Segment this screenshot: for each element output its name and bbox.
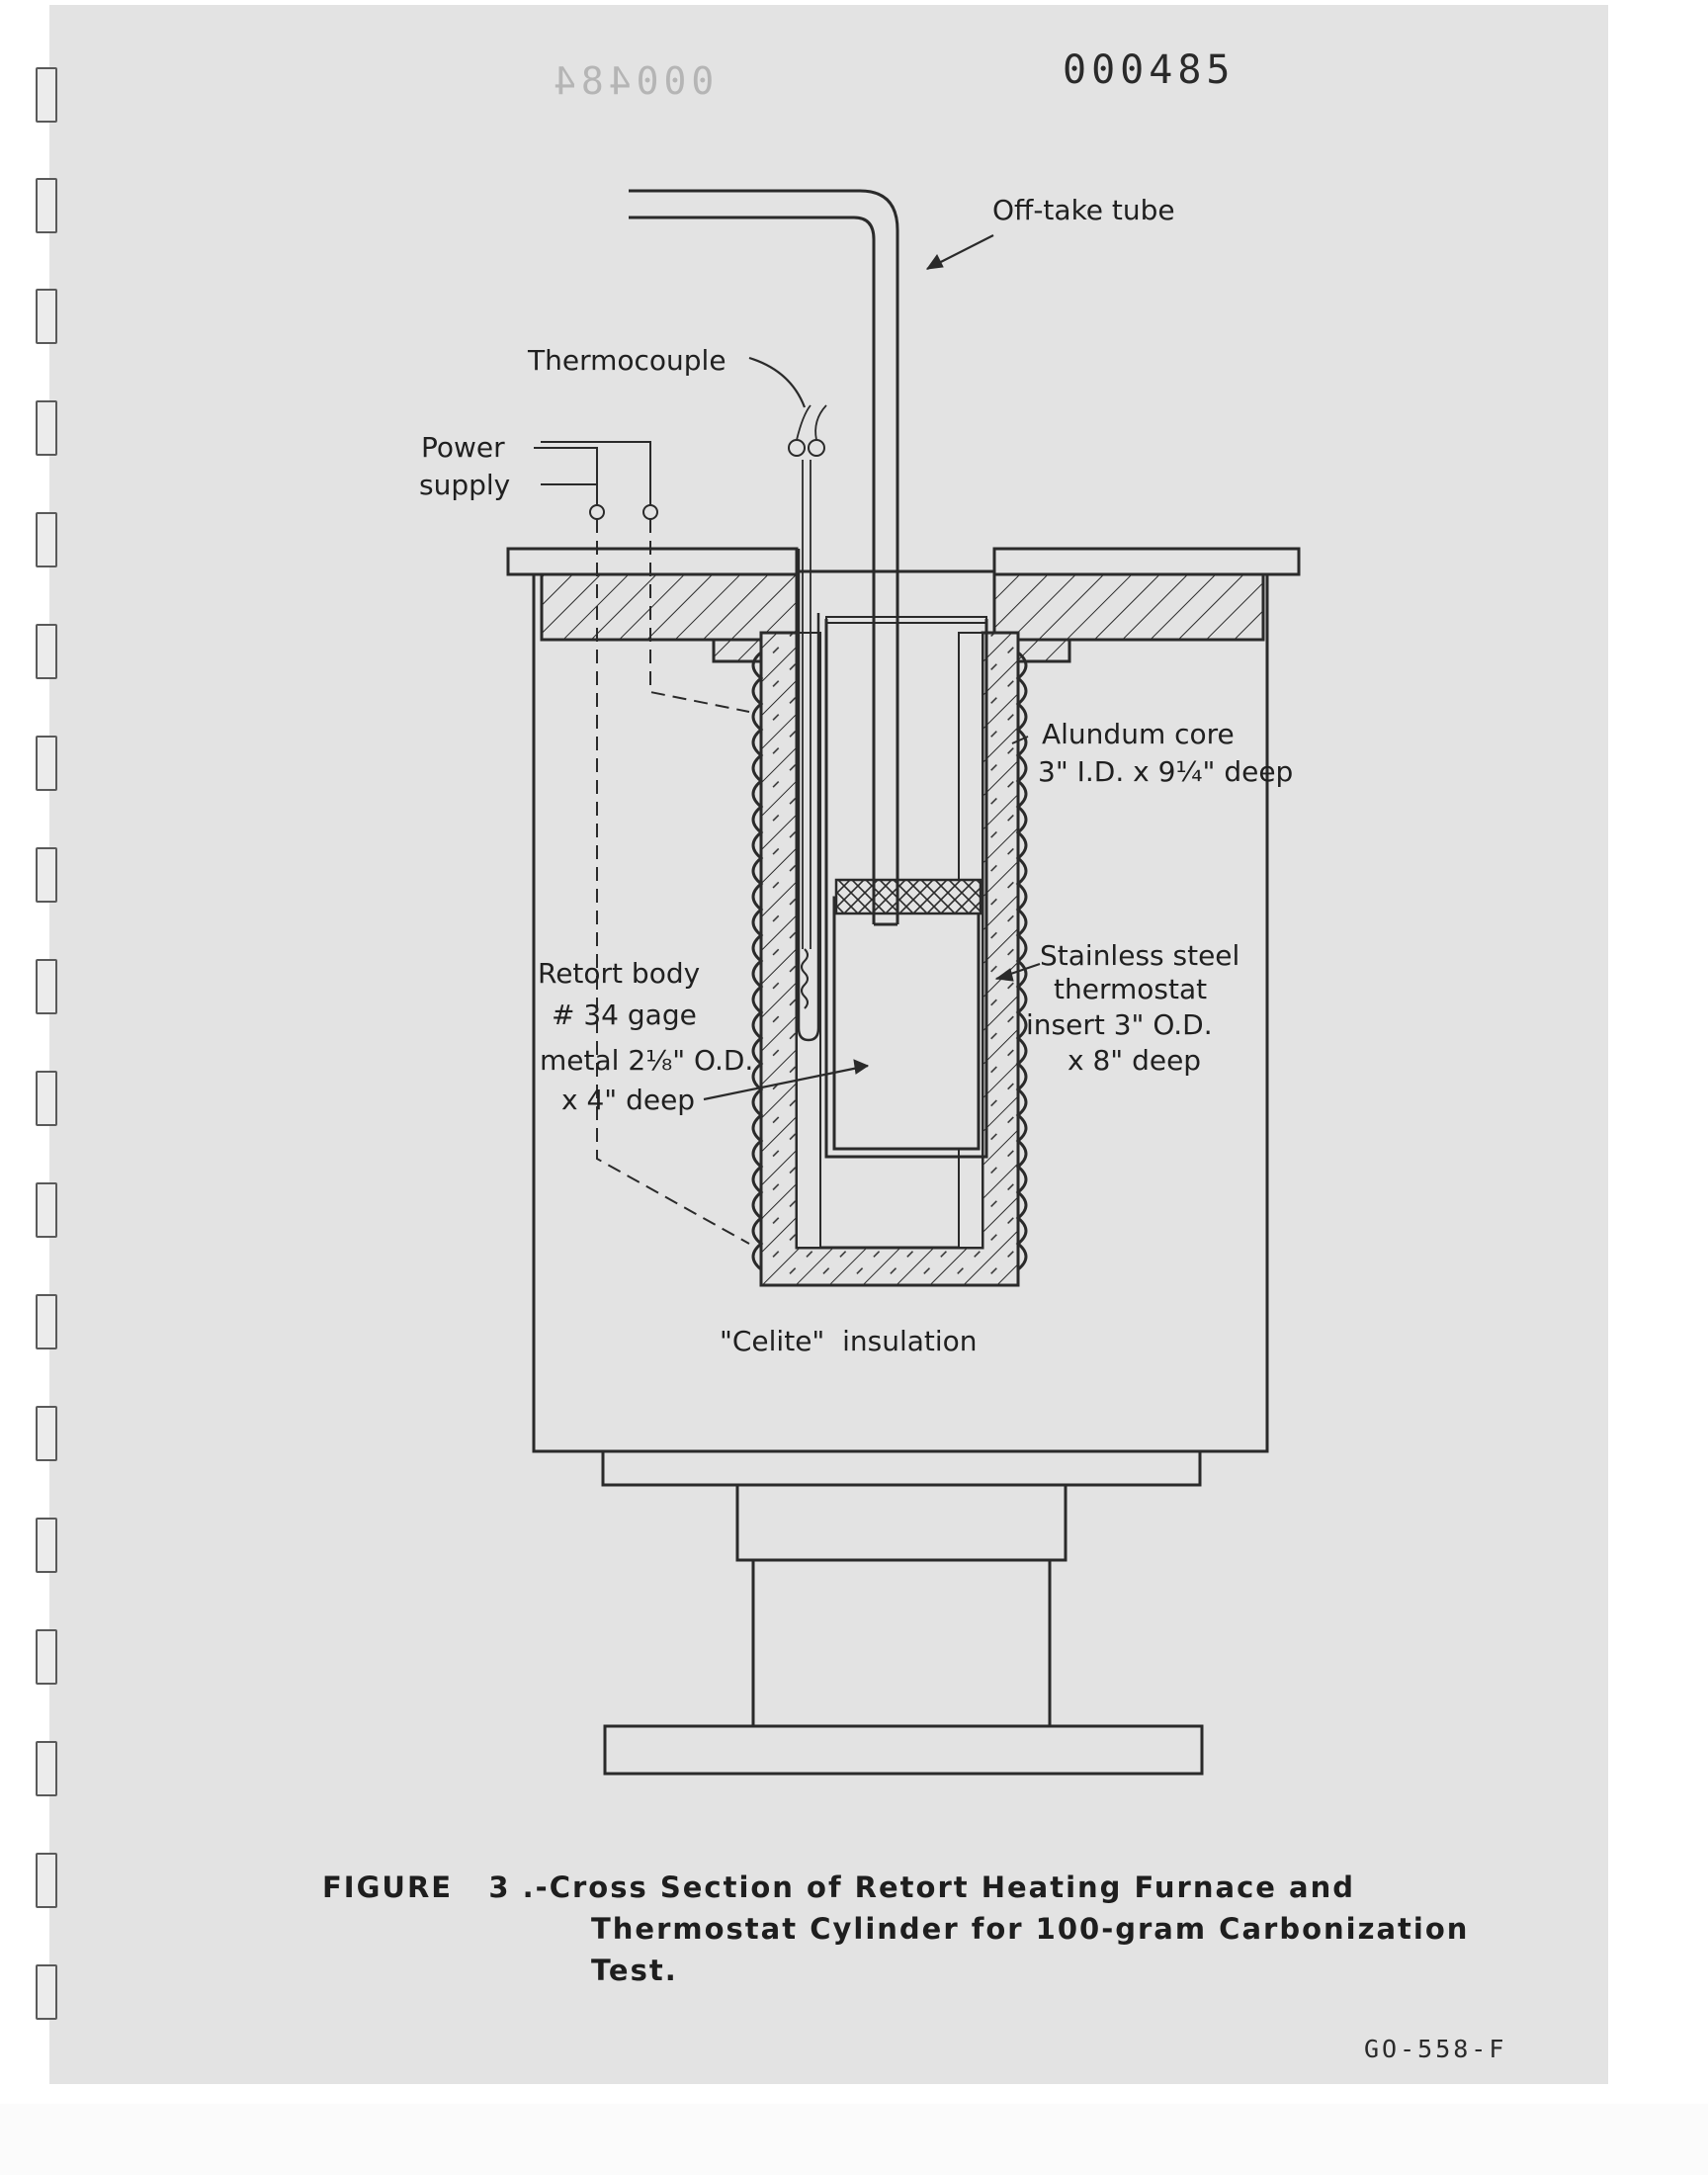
offtake-tube xyxy=(629,189,899,924)
binder-hole xyxy=(36,1741,57,1796)
label-supply: supply xyxy=(419,469,511,501)
binder-hole xyxy=(36,736,57,791)
thermocouple-well xyxy=(797,549,820,1042)
retort-body xyxy=(832,896,981,1151)
binder-hole xyxy=(36,1518,57,1573)
lid-plate-left xyxy=(506,547,799,576)
document-id: GO-558-F xyxy=(1364,2035,1507,2063)
label-insert-od: insert 3" O.D. xyxy=(1026,1008,1213,1041)
label-alundum-dims: 3" I.D. x 9¼" deep xyxy=(1038,755,1294,788)
label-power: Power xyxy=(421,431,505,464)
binder-hole xyxy=(36,67,57,123)
label-stainless-steel: Stainless steel xyxy=(1040,939,1240,972)
binder-hole xyxy=(36,1182,57,1238)
label-offtake-tube: Off-take tube xyxy=(992,194,1175,226)
label-retort-body: Retort body xyxy=(538,957,701,990)
binder-hole xyxy=(36,400,57,456)
lid-insulation-right xyxy=(992,572,1265,642)
foot-plate xyxy=(603,1724,1204,1776)
binder-hole xyxy=(36,289,57,344)
binder-hole xyxy=(36,624,57,679)
binder-hole xyxy=(36,1294,57,1349)
heating-coil-right xyxy=(1015,651,1028,1271)
label-alundum-core: Alundum core xyxy=(1042,718,1235,750)
figure-caption-line-3: Test. xyxy=(591,1954,678,1987)
binder-hole xyxy=(36,512,57,567)
heating-coil-left xyxy=(751,651,764,1271)
label-gage: # 34 gage xyxy=(552,999,697,1031)
page-number: 000485 xyxy=(1063,47,1236,93)
label-insert-depth: x 8" deep xyxy=(1068,1044,1202,1077)
thermostat-insert xyxy=(824,619,988,1159)
base-plate-upper xyxy=(601,1449,1202,1487)
binder-hole xyxy=(36,1406,57,1461)
figure-caption-line-2: Thermostat Cylinder for 100-gram Carboni… xyxy=(591,1912,1470,1946)
binder-hole xyxy=(36,1629,57,1685)
binder-hole xyxy=(36,178,57,233)
binder-hole xyxy=(36,1964,57,2020)
figure-caption-line-1: FIGURE 3 .-Cross Section of Retort Heati… xyxy=(322,1870,1355,1904)
page-number-bleedthrough: 000484 xyxy=(549,59,715,103)
label-retort-depth: x 4" deep xyxy=(561,1084,696,1116)
seal xyxy=(834,878,982,915)
pedestal xyxy=(751,1558,1052,1728)
lead-wire-2 xyxy=(649,519,750,713)
base-block xyxy=(735,1483,1068,1562)
lid-plate-right xyxy=(992,547,1301,576)
lid-insulation-left xyxy=(540,572,799,642)
binder-hole xyxy=(36,1853,57,1908)
scan-margin xyxy=(0,2104,1708,2175)
binder-hole xyxy=(36,1071,57,1126)
label-retort-od: metal 2⅛" O.D. xyxy=(540,1044,754,1077)
binder-hole xyxy=(36,959,57,1014)
lead-wire-1 xyxy=(596,519,750,1245)
label-thermocouple: Thermocouple xyxy=(528,344,726,377)
label-thermostat: thermostat xyxy=(1054,973,1208,1005)
label-celite-insulation: "Celite" insulation xyxy=(720,1325,978,1357)
binder-hole xyxy=(36,847,57,903)
